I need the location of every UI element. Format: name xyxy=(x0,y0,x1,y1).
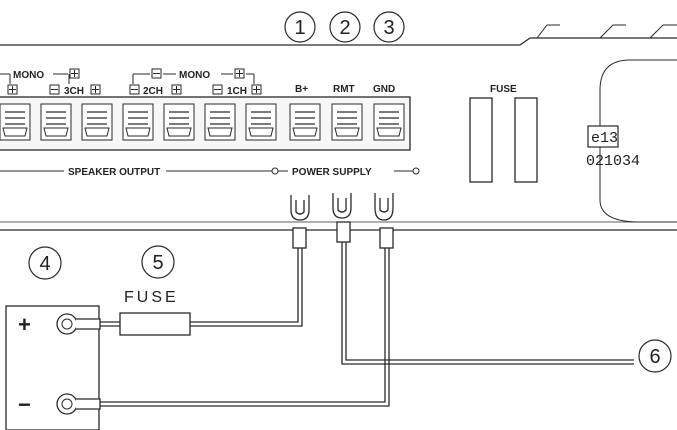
callout-5: 5 xyxy=(141,245,175,279)
inline-fuse-label: FUSE xyxy=(124,289,179,306)
channel-labels: MONO 3CH MONO 2CH 1CH B+ RMT GND xyxy=(0,68,395,97)
mono-label-left: MONO xyxy=(13,70,44,81)
screw-terminal xyxy=(40,103,72,141)
battery-positive-sign: + xyxy=(18,312,31,337)
battery-negative-sign: − xyxy=(18,392,31,417)
serial-number: 021034 xyxy=(586,153,640,170)
screw-terminal xyxy=(331,103,363,141)
section-labels: SPEAKER OUTPUT POWER SUPPLY xyxy=(0,167,420,178)
plus-icon xyxy=(171,84,182,95)
channel-2-label: 2CH xyxy=(143,86,163,97)
channel-1-label: 1CH xyxy=(227,86,247,97)
amp-fuse-holder: FUSE xyxy=(469,84,538,183)
model-badge: e13 021034 xyxy=(586,125,640,170)
callout-4: 4 xyxy=(28,246,62,280)
terminal-block xyxy=(0,96,411,151)
svg-text:3: 3 xyxy=(383,17,394,39)
minus-icon xyxy=(129,84,140,95)
svg-text:2: 2 xyxy=(339,17,350,39)
callouts: 1 2 3 4 5 6 xyxy=(28,11,672,373)
channel-3-label: 3CH xyxy=(64,86,84,97)
power-wires xyxy=(90,193,634,407)
battery: + − xyxy=(5,305,101,430)
svg-text:1: 1 xyxy=(294,17,305,39)
gnd-label: GND xyxy=(373,84,395,95)
screw-terminal xyxy=(0,103,31,141)
callout-6: 6 xyxy=(638,339,672,373)
minus-icon xyxy=(151,68,162,79)
inline-fuse: FUSE xyxy=(100,289,191,336)
screw-terminal xyxy=(289,103,321,141)
svg-text:4: 4 xyxy=(39,253,50,275)
plus-icon xyxy=(7,84,18,95)
speaker-output-label: SPEAKER OUTPUT xyxy=(68,167,160,178)
mono-label-right: MONO xyxy=(179,70,210,81)
callout-2: 2 xyxy=(329,11,361,43)
screw-terminals xyxy=(0,103,405,141)
plus-icon xyxy=(251,84,262,95)
bplus-label: B+ xyxy=(295,84,308,95)
svg-text:5: 5 xyxy=(152,252,163,274)
screw-terminal xyxy=(163,103,195,141)
minus-icon xyxy=(212,84,223,95)
screw-terminal xyxy=(204,103,236,141)
plus-icon xyxy=(90,84,101,95)
amp-fuse-label: FUSE xyxy=(490,84,517,95)
plus-icon xyxy=(69,68,80,79)
screw-terminal xyxy=(245,103,277,141)
plus-icon xyxy=(234,68,245,79)
svg-text:6: 6 xyxy=(649,346,660,368)
screw-terminal xyxy=(81,103,113,141)
screw-terminal xyxy=(373,103,405,141)
callout-3: 3 xyxy=(373,11,405,43)
power-supply-label: POWER SUPPLY xyxy=(292,167,372,178)
screw-terminal xyxy=(122,103,154,141)
minus-icon xyxy=(49,84,60,95)
rmt-label: RMT xyxy=(333,84,355,95)
model-code: e13 xyxy=(591,130,618,147)
callout-1: 1 xyxy=(284,11,316,43)
